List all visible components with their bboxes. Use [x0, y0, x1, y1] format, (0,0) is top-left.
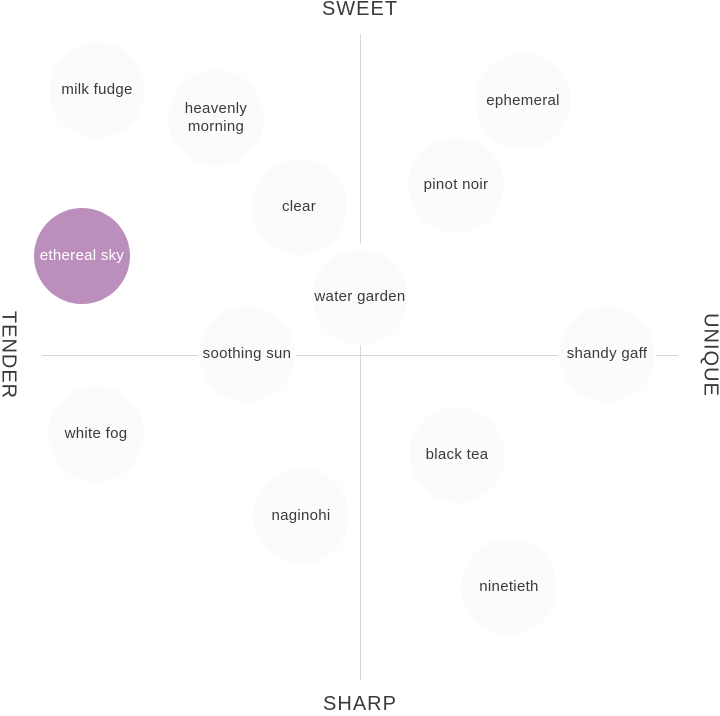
- flavor-water-garden[interactable]: water garden: [312, 249, 408, 345]
- flavor-heavenly-morning[interactable]: heavenly morning: [168, 70, 264, 166]
- flavor-naginohi[interactable]: naginohi: [253, 468, 349, 564]
- flavor-black-tea[interactable]: black tea: [409, 407, 505, 503]
- axis-label-sharp: SHARP: [323, 693, 397, 715]
- flavor-label: white fog: [64, 425, 128, 442]
- flavor-ninetieth[interactable]: ninetieth: [461, 539, 557, 635]
- flavor-label: soothing sun: [202, 345, 292, 362]
- flavor-ethereal-sky[interactable]: ethereal sky: [34, 208, 130, 304]
- flavor-label: heavenly morning: [184, 100, 248, 135]
- flavor-label: ninetieth: [479, 578, 539, 595]
- vertical-axis-line-bottom: [360, 344, 361, 680]
- flavor-label: black tea: [425, 446, 489, 463]
- flavor-label: naginohi: [271, 507, 331, 524]
- flavor-pinot-noir[interactable]: pinot noir: [408, 137, 504, 233]
- flavor-white-fog[interactable]: white fog: [48, 386, 144, 482]
- flavor-clear[interactable]: clear: [251, 159, 347, 255]
- flavor-label: shandy gaff: [566, 345, 648, 362]
- flavor-label: milk fudge: [61, 81, 133, 98]
- horizontal-axis-line-right: [656, 355, 678, 356]
- flavor-soothing-sun[interactable]: soothing sun: [199, 306, 295, 402]
- flavor-shandy-gaff[interactable]: shandy gaff: [559, 306, 655, 402]
- axis-label-unique: UNIQUE: [699, 313, 720, 397]
- horizontal-axis-line-left: [42, 355, 198, 356]
- axis-label-tender: TENDER: [0, 310, 20, 400]
- flavor-label: pinot noir: [423, 176, 489, 193]
- flavor-label: water garden: [314, 288, 406, 305]
- flavor-ephemeral[interactable]: ephemeral: [475, 53, 571, 149]
- flavor-label: clear: [281, 198, 316, 215]
- flavor-label: ephemeral: [486, 92, 560, 109]
- flavor-milk-fudge[interactable]: milk fudge: [49, 42, 145, 138]
- horizontal-axis-line-middle: [296, 355, 558, 356]
- vertical-axis-line-top: [360, 34, 361, 244]
- flavor-label: ethereal sky: [39, 247, 125, 264]
- axis-label-sweet: SWEET: [321, 0, 399, 20]
